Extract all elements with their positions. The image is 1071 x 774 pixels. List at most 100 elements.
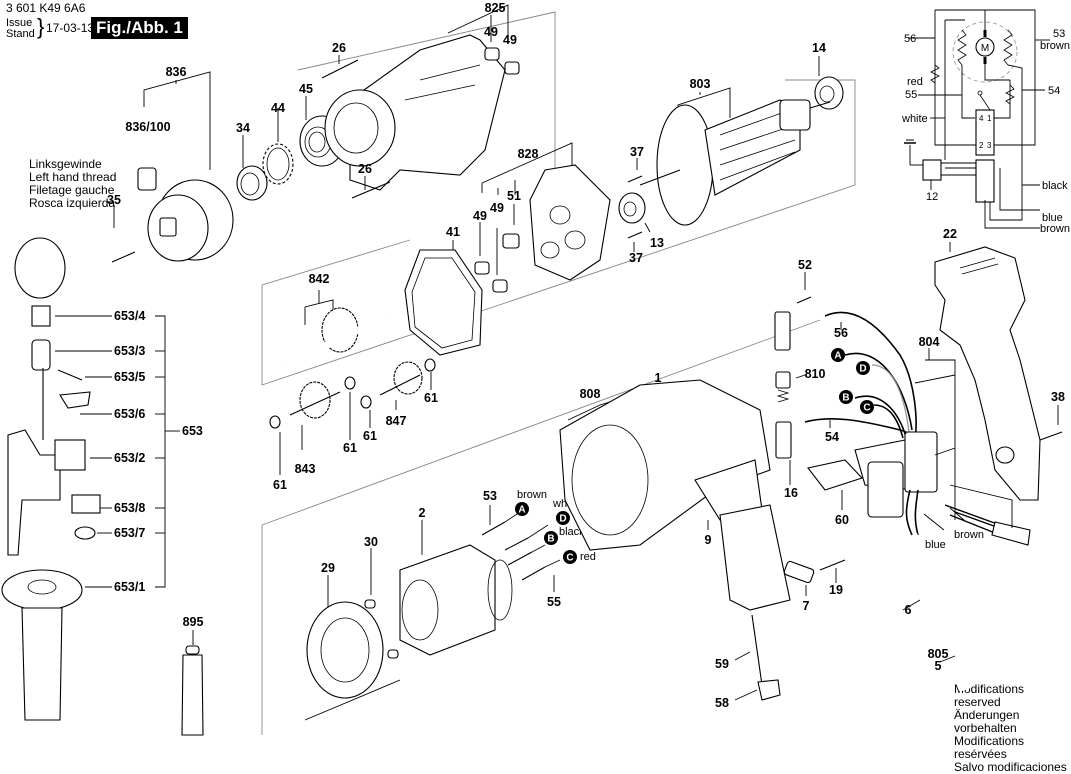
label-895: 895 <box>183 615 204 629</box>
label-653-5: 653/5 <box>114 370 145 384</box>
armature-803 <box>639 87 831 226</box>
lock-ring-44 <box>262 108 294 185</box>
label-653-1: 653/1 <box>114 580 145 594</box>
wd-label-55: 55 <box>905 89 917 101</box>
label-653-8: 653/8 <box>114 501 145 515</box>
switch-marker-b <box>839 390 853 404</box>
clip-7 <box>783 560 815 596</box>
cable-56 <box>824 311 917 441</box>
label-653-6: 653/6 <box>114 407 145 421</box>
label-26-lower: 26 <box>358 162 372 176</box>
spindle-842 <box>283 290 392 369</box>
brace-glyph: } <box>37 14 45 39</box>
label-51: 51 <box>507 189 521 203</box>
terminal-4: 4 <box>979 114 984 123</box>
connector-letter-b: B <box>547 534 554 545</box>
label-836: 836 <box>166 65 187 79</box>
ring-34 <box>236 135 268 201</box>
bearing-flange-828 <box>481 142 611 281</box>
label-56: 56 <box>834 326 848 340</box>
screw-35 <box>111 205 136 263</box>
label-842: 842 <box>309 272 330 286</box>
terminals-stator <box>481 505 561 592</box>
label-828: 828 <box>518 147 539 161</box>
switch-804 <box>854 348 956 520</box>
label-30: 30 <box>364 535 378 549</box>
label-35: 35 <box>107 193 121 207</box>
motor-symbol-circle <box>975 37 995 57</box>
label-61-a: 61 <box>273 478 287 492</box>
washers-61 <box>269 358 436 475</box>
wd-label-53-color: brown <box>1040 40 1070 52</box>
label-843: 843 <box>295 462 316 476</box>
document-number: 3 601 K49 6A6 <box>6 1 86 15</box>
switch-letter-b: B <box>842 393 849 404</box>
switch-marker-a <box>831 348 845 362</box>
field-ring-29 <box>306 575 384 699</box>
label-653: 653 <box>182 424 203 438</box>
label-808: 808 <box>580 387 601 401</box>
label-61-b: 61 <box>343 441 357 455</box>
switch-letter-a: A <box>834 351 841 362</box>
wd-label-56: 56 <box>904 33 916 45</box>
label-22: 22 <box>943 227 957 241</box>
cable-label-blue: blue <box>925 539 946 551</box>
wiring-diagram: M 4 1 2 3 53 bro <box>901 9 1070 235</box>
screw-52 <box>796 272 812 304</box>
pins-30 <box>364 548 399 659</box>
cable-label-brown: brown <box>954 529 984 541</box>
label-45: 45 <box>299 82 313 96</box>
wd-label-54: 54 <box>1048 85 1060 97</box>
label-49-b: 49 <box>503 33 517 47</box>
wd-label-12: 12 <box>926 191 938 203</box>
label-29: 29 <box>321 561 335 575</box>
bearing-13 <box>618 192 651 233</box>
label-41: 41 <box>446 225 460 239</box>
terminal-2: 2 <box>979 141 984 150</box>
label-49-a: 49 <box>484 25 498 39</box>
terminal-1: 1 <box>987 114 992 123</box>
switch-marker-c <box>860 400 874 414</box>
screw-26-lower <box>351 176 391 199</box>
issue-date: 17-03-13 <box>46 21 95 35</box>
label-14: 14 <box>812 41 826 55</box>
connector-letter-d: D <box>559 514 566 525</box>
connector-marker-c <box>563 550 577 564</box>
bushing-49-upper <box>484 47 520 75</box>
connector-wire-color-a: brown <box>517 489 547 501</box>
label-49-d: 49 <box>490 201 504 215</box>
label-5: 5 <box>935 659 942 673</box>
label-9: 9 <box>705 533 712 547</box>
gear-843 <box>289 381 341 450</box>
chuck-836 <box>116 71 234 262</box>
switch-letter-d: D <box>859 364 866 375</box>
label-26-upper: 26 <box>332 41 346 55</box>
screw-38 <box>1039 405 1063 441</box>
label-61-d: 61 <box>424 391 438 405</box>
screw-26-upper <box>321 55 359 79</box>
wd-label-53: 53 <box>1053 28 1065 40</box>
label-55: 55 <box>547 595 561 609</box>
mods-line-en: Modifications reserved <box>954 682 1025 709</box>
label-805: 805 <box>928 647 949 661</box>
insulation-plate-60 <box>807 459 863 510</box>
gear-housing-825 <box>324 4 509 191</box>
cable-805 <box>902 489 971 692</box>
label-16: 16 <box>784 486 798 500</box>
switch-marker-d <box>856 361 870 375</box>
switch-letter-c: C <box>863 403 870 414</box>
stator-2 <box>399 520 513 656</box>
grease-tube-895 <box>181 630 204 736</box>
mods-line-es: Salvo modificaciones <box>954 760 1067 774</box>
switch-wires <box>844 352 913 439</box>
label-13: 13 <box>650 236 664 250</box>
label-54: 54 <box>825 430 839 444</box>
terminal-3: 3 <box>987 141 992 150</box>
bearing-14 <box>814 56 844 110</box>
label-52: 52 <box>798 258 812 272</box>
label-38: 38 <box>1051 390 1065 404</box>
part-number-labels: 825 49 49 26 26 14 836 836/100 44 45 34 … <box>107 1 1065 710</box>
wd-label-blue: blue <box>1042 212 1063 224</box>
label-847: 847 <box>386 414 407 428</box>
